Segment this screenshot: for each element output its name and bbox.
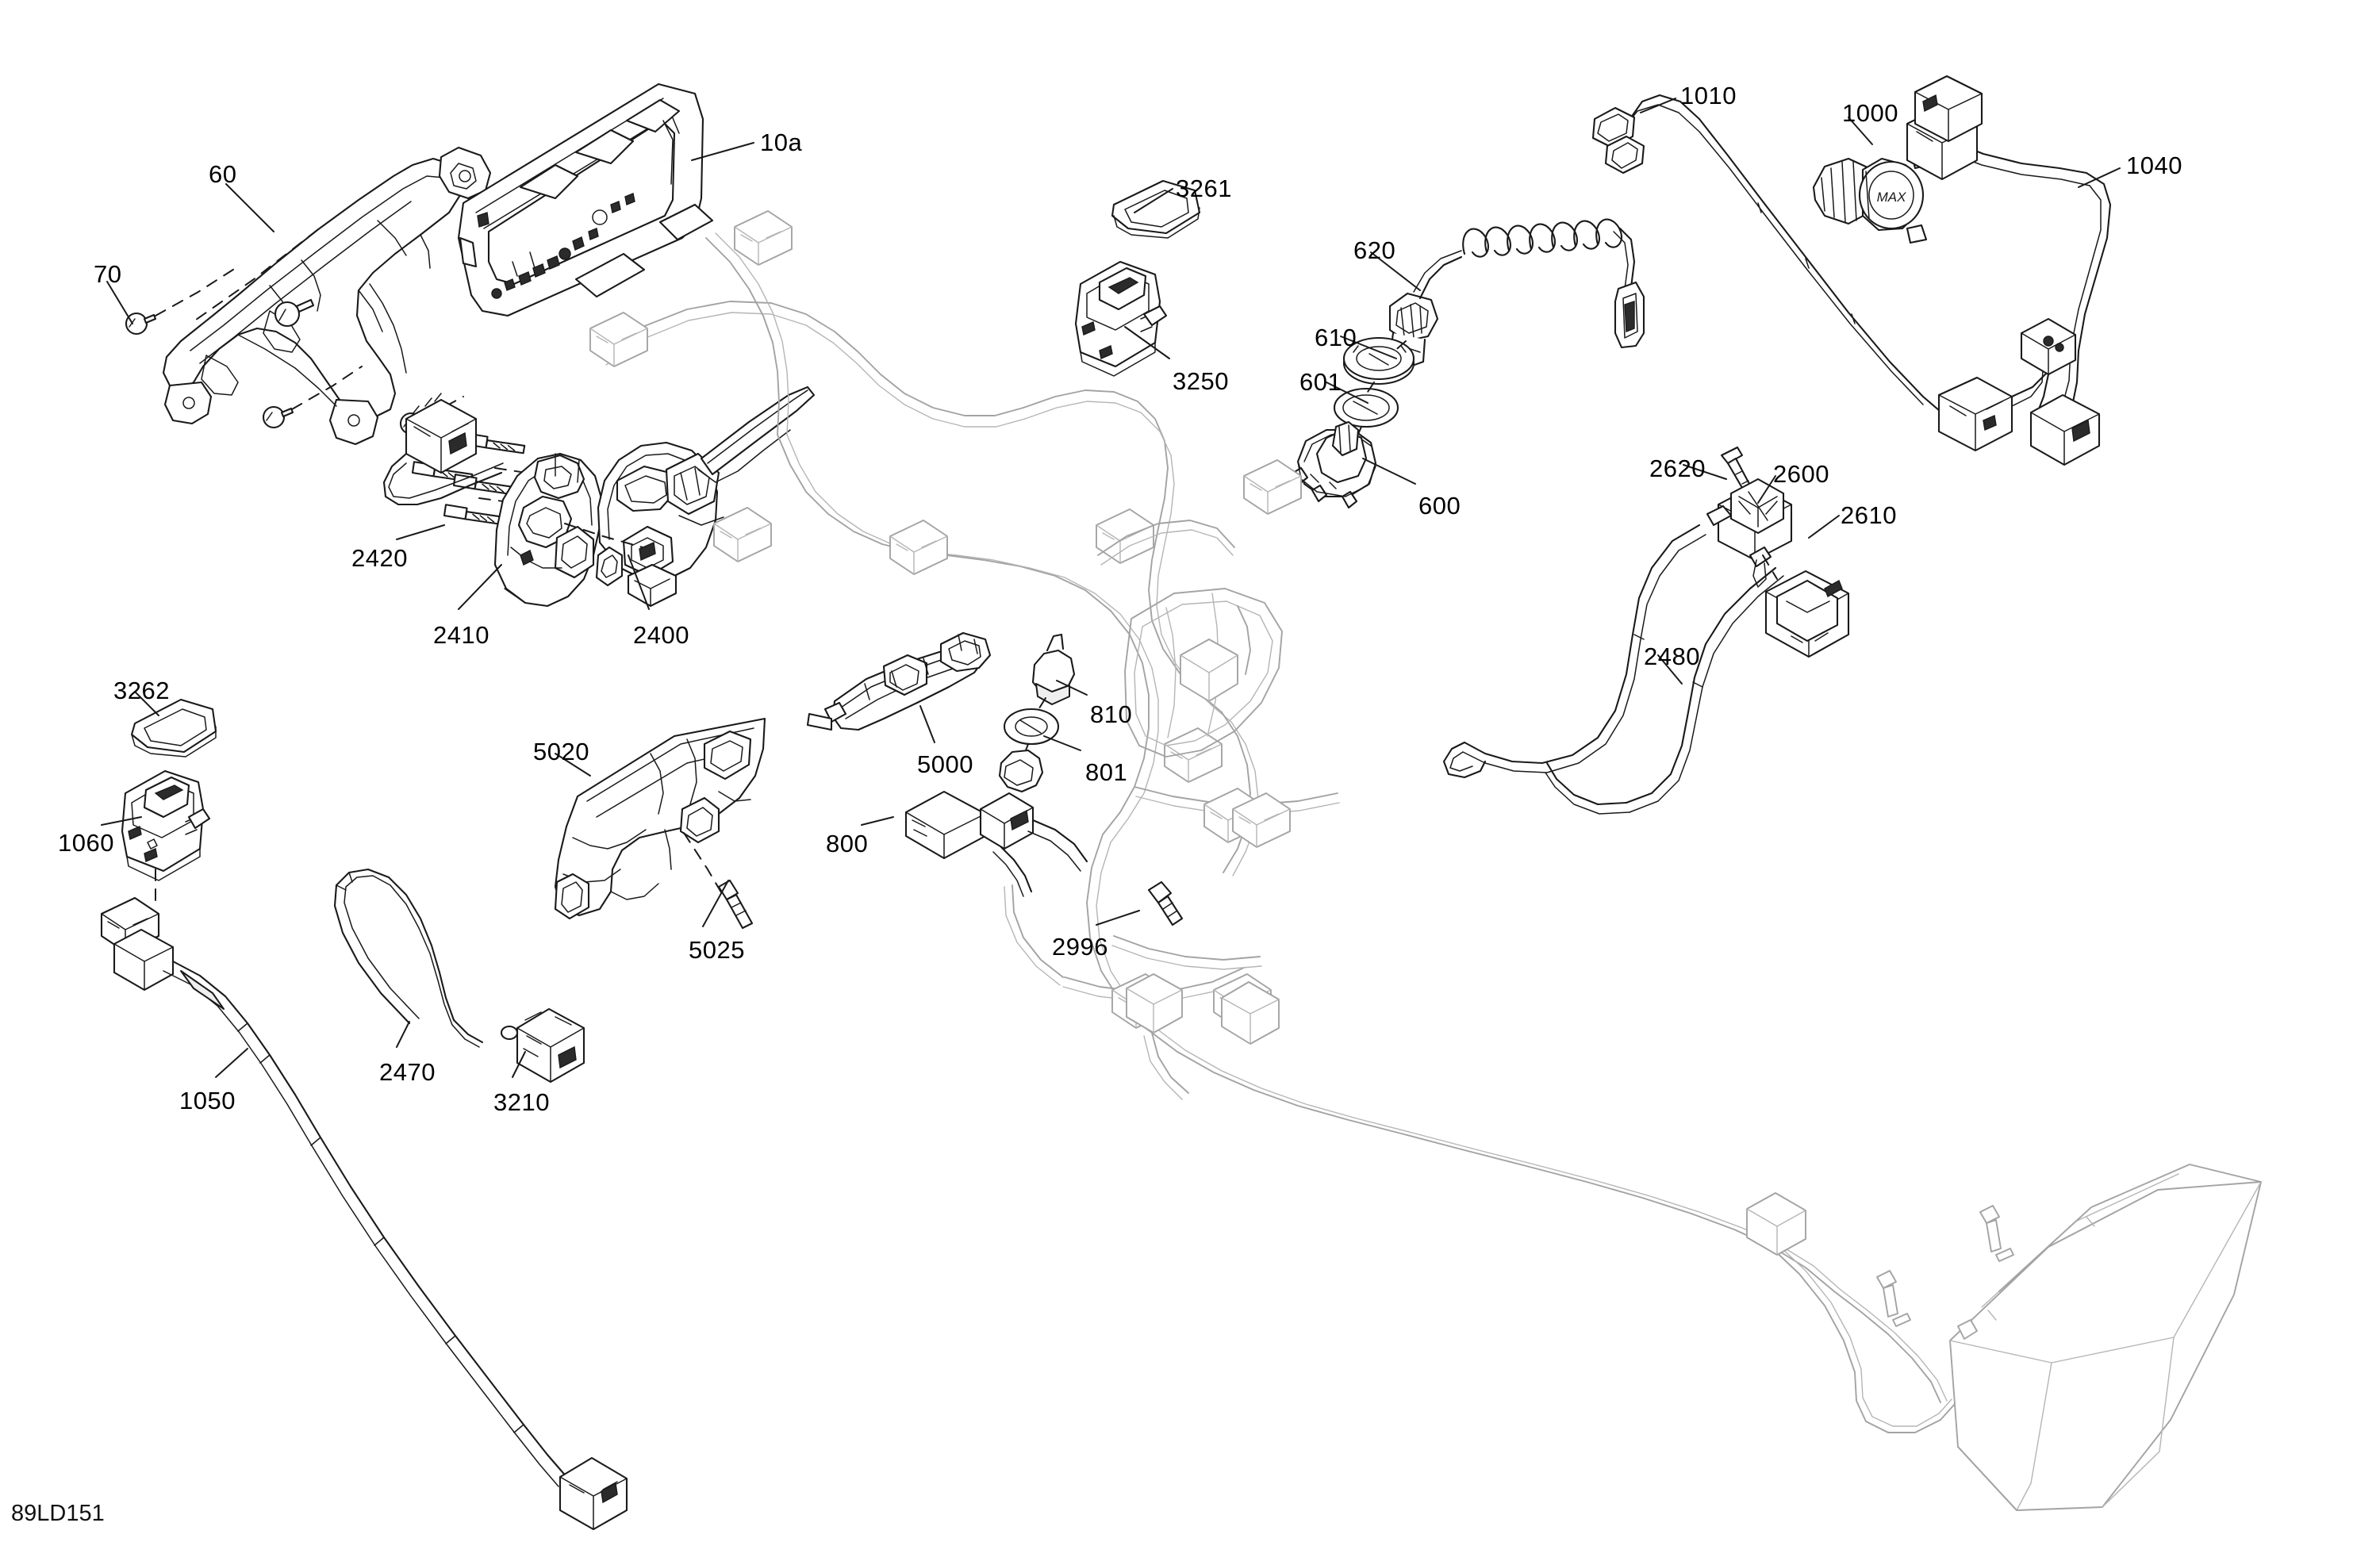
leader-line-2600: [1757, 475, 1776, 504]
leader-line-5000: [919, 705, 935, 743]
callout-label-2600: 2600: [1773, 460, 1829, 488]
leader-line-5025: [702, 880, 729, 927]
callout-label-1010: 1010: [1680, 82, 1737, 109]
part-801-washer: [1003, 697, 1060, 758]
reference-battery: [1746, 1164, 2262, 1511]
part-5025-screw: [717, 879, 754, 930]
leader-line-1040: [2078, 167, 2121, 188]
callout-label-2400: 2400: [633, 621, 689, 649]
callout-label-600: 600: [1418, 492, 1461, 520]
leader-line-3262: [134, 691, 159, 716]
part-800-socket-with-pigtail: [904, 749, 1088, 897]
callout-label-610: 610: [1315, 324, 1357, 351]
leader-line-2996: [1096, 910, 1140, 926]
part-1000-power-outlet: MAX: [1812, 151, 1931, 244]
part-600-cutout-switch-body: [1292, 420, 1377, 509]
part-3262-blank-cap: [130, 698, 217, 758]
leader-line-3250: [1124, 326, 1170, 359]
part-10a-display-gauge: [457, 82, 714, 317]
callout-label-2996: 2996: [1052, 933, 1108, 961]
part-2600-connector-module: [1706, 478, 1793, 588]
callout-label-1060: 1060: [58, 829, 114, 857]
callout-label-5025: 5025: [689, 936, 745, 964]
leader-line-60: [225, 183, 274, 232]
part-5000-lever-assembly: [806, 631, 992, 731]
callout-leader-lines: [101, 98, 2121, 1078]
leader-line-2480: [1657, 654, 1683, 685]
callout-label-800: 800: [826, 830, 869, 857]
part-810-knob: [1031, 633, 1076, 705]
part-1050-harness: [100, 869, 628, 1531]
leader-line-1060: [101, 816, 142, 826]
callout-label-1000: 1000: [1842, 99, 1898, 127]
leader-line-2470: [396, 1021, 410, 1048]
leader-line-2620: [1683, 464, 1727, 480]
leader-line-2420: [396, 524, 445, 540]
callout-label-2470: 2470: [379, 1058, 436, 1086]
callout-label-3210: 3210: [493, 1088, 550, 1116]
leader-line-3261: [1134, 188, 1173, 213]
callout-label-2620: 2620: [1649, 455, 1706, 482]
leader-line-2410: [458, 564, 502, 610]
leader-line-601: [1326, 382, 1368, 404]
leader-line-10a: [691, 142, 754, 161]
part-1010-harness: [1591, 94, 2052, 452]
callout-label-1040: 1040: [2126, 152, 2182, 179]
callout-label-5000: 5000: [917, 750, 973, 778]
callout-label-60: 60: [209, 160, 237, 188]
callout-label-601: 601: [1299, 368, 1342, 396]
harness-connector-2410: [382, 393, 504, 506]
leader-line-810: [1056, 680, 1088, 696]
leader-line-3210: [512, 1051, 526, 1078]
part-1040-harness: [1906, 75, 2112, 466]
leader-line-70: [106, 281, 133, 324]
leader-line-2400: [628, 554, 650, 610]
leader-line-800: [861, 816, 894, 826]
callout-label-3262: 3262: [113, 677, 170, 704]
callout-label-810: 810: [1090, 700, 1133, 728]
callout-label-10a: 10a: [760, 128, 803, 156]
leader-line-1010: [1640, 98, 1676, 113]
part-3250-switch: [1074, 260, 1168, 377]
callout-label-3261: 3261: [1176, 175, 1232, 202]
callout-label-1050: 1050: [179, 1087, 236, 1114]
callout-label-70: 70: [94, 260, 122, 288]
part-5020-console-support: [554, 717, 766, 920]
reference-main-wiring-harness: [589, 210, 1841, 1292]
part-620-tether-cap: [1388, 218, 1645, 370]
callout-label-2480: 2480: [1644, 642, 1700, 670]
part-60-cluster-bracket: [162, 146, 492, 446]
display-indicator-icons: [491, 193, 635, 299]
leader-line-1050: [215, 1048, 248, 1078]
part-2996-screw: [1147, 880, 1184, 926]
part-1060-switch: [121, 769, 211, 881]
callout-label-801: 801: [1085, 758, 1128, 786]
leader-line-2610: [1808, 515, 1840, 539]
part-610-retaining-nut: [1342, 336, 1415, 386]
callout-label-2420: 2420: [351, 544, 408, 572]
callout-label-5020: 5020: [533, 738, 589, 765]
leader-line-620: [1370, 251, 1421, 291]
callout-label-620: 620: [1353, 236, 1396, 264]
part-2400-switch-housing-right: [564, 386, 816, 608]
sheet-code: 89LD151: [11, 1501, 105, 1526]
part-2470-cable: [333, 868, 484, 1048]
part-2610-relay-box: [1762, 554, 1850, 658]
part-3210-connector: [500, 1007, 585, 1084]
part-2410-switch-housing-left: [493, 452, 603, 608]
callout-label-2610: 2610: [1841, 501, 1897, 529]
leader-line-600: [1362, 458, 1416, 485]
part-2480-harness: [1442, 524, 1784, 815]
leader-line-610: [1340, 336, 1397, 359]
leader-line-5020: [555, 753, 591, 777]
leader-line-801: [1043, 735, 1081, 751]
part-3261-blank-cap: [1111, 179, 1201, 239]
leader-line-1000: [1848, 117, 1873, 145]
callout-label-2410: 2410: [433, 621, 489, 649]
callout-label-3250: 3250: [1173, 367, 1229, 395]
outlet-brand-text: MAX: [1877, 190, 1907, 205]
